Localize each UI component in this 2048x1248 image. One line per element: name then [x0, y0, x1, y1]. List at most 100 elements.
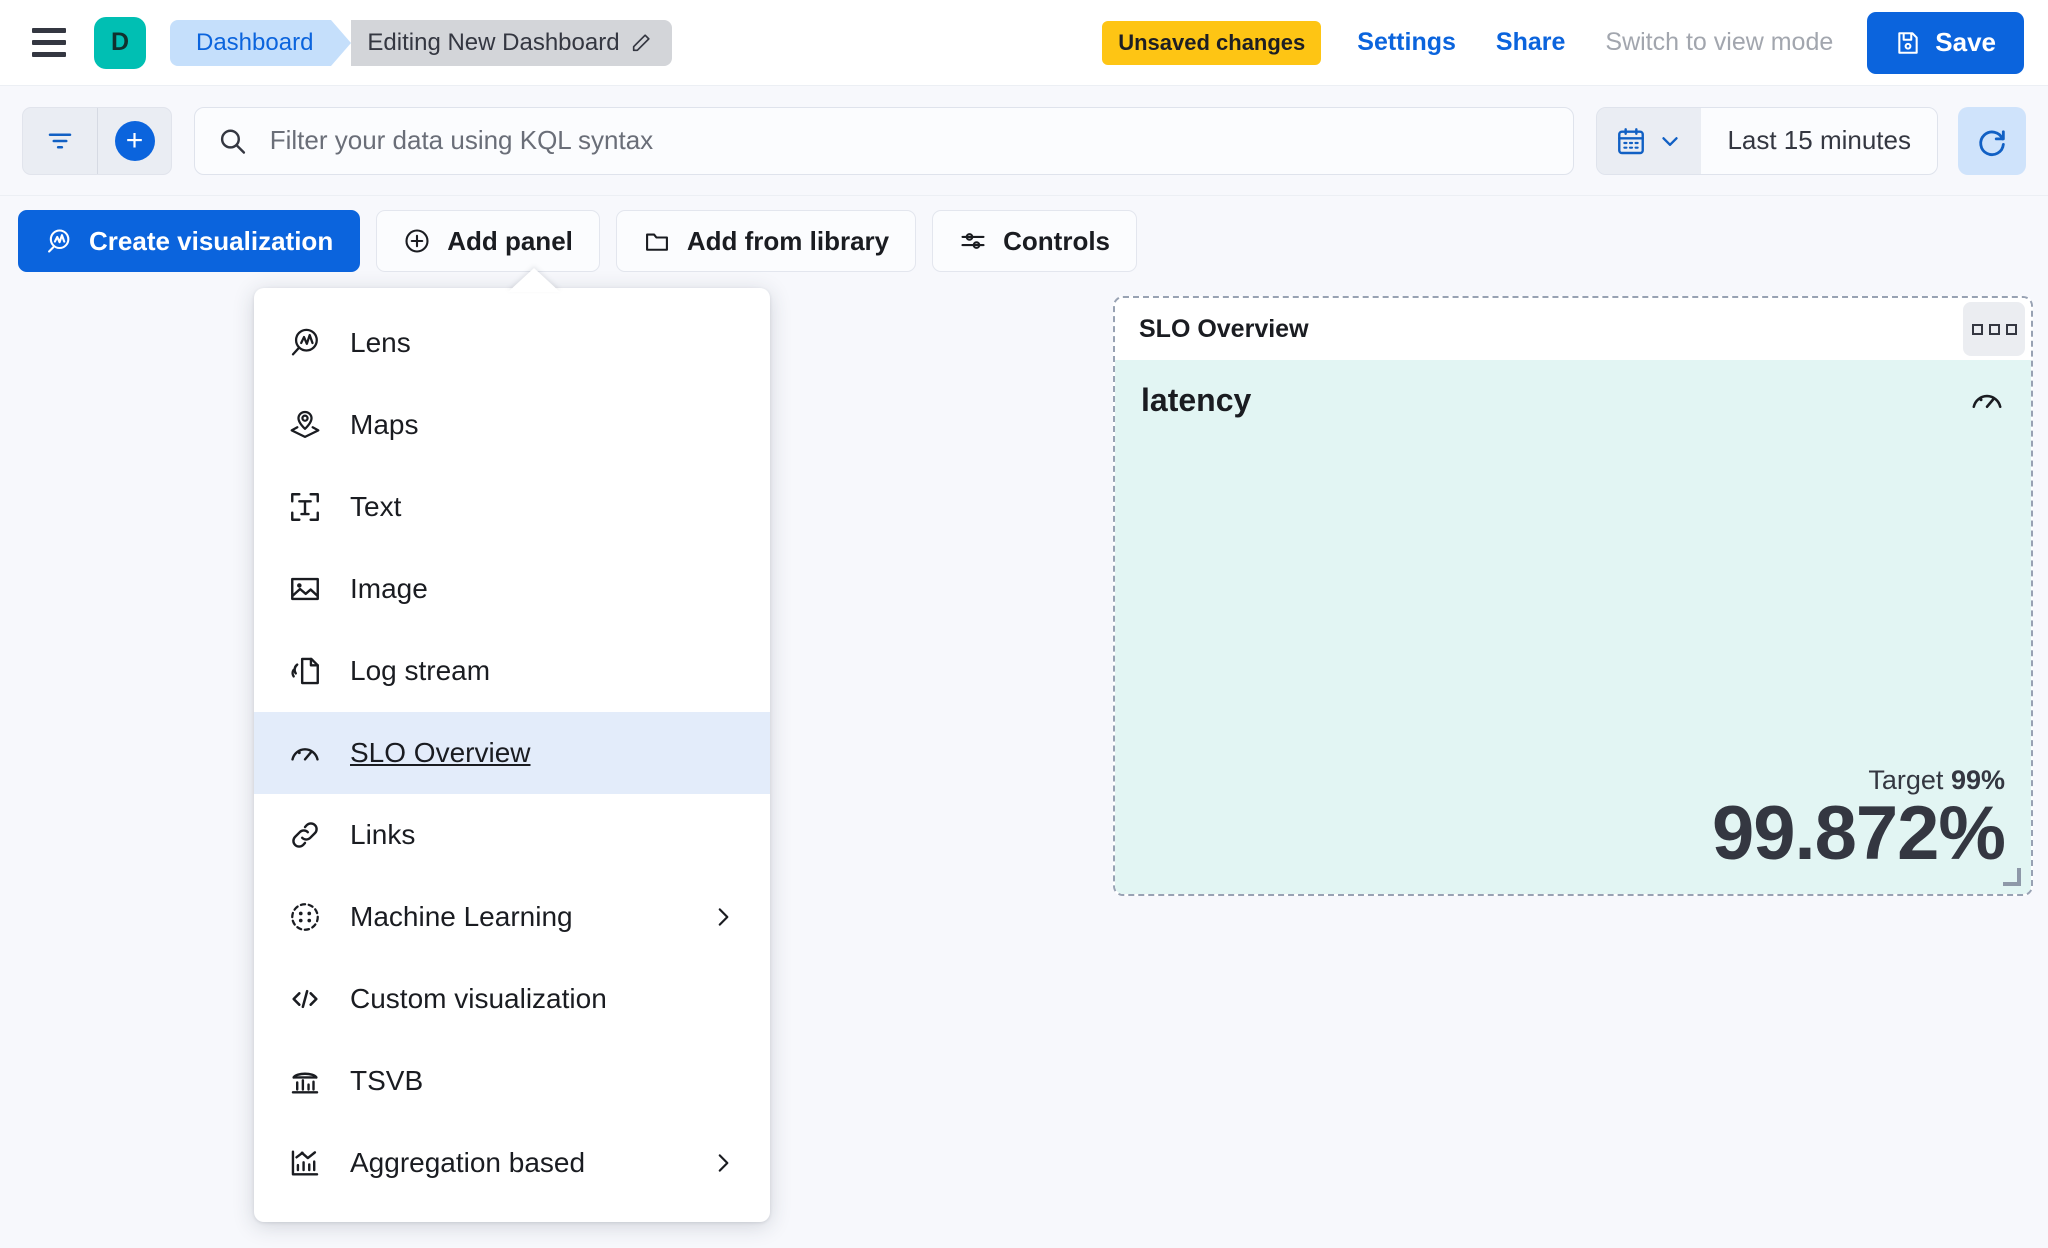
search-bar[interactable] — [194, 106, 1575, 175]
slo-name: latency — [1141, 382, 1252, 418]
save-disk-icon — [1898, 31, 1918, 54]
query-bar: + Last 15 minutes — [0, 86, 2048, 196]
menu-item-lens[interactable]: Lens — [254, 302, 770, 384]
refresh-icon — [1979, 129, 2005, 156]
filter-button-group: + — [22, 106, 172, 175]
hamburger-bar — [32, 40, 66, 45]
code-brackets-icon — [292, 989, 318, 1009]
add-panel-label: Add panel — [447, 225, 573, 256]
machine-learning-icon — [291, 903, 319, 931]
slo-header-row: latency — [1141, 382, 2005, 419]
lens-icon — [291, 328, 318, 356]
menu-item-label: SLO Overview — [350, 737, 531, 768]
gauge-icon — [291, 748, 319, 761]
menu-item-slo-overview[interactable]: SLO Overview — [254, 712, 770, 794]
link-chain-icon — [292, 822, 318, 848]
add-filter-button[interactable]: + — [97, 107, 171, 174]
hamburger-icon[interactable] — [26, 20, 72, 66]
gauge-icon — [1972, 394, 2002, 409]
controls-sliders-icon — [961, 233, 985, 249]
chevron-right-icon — [718, 1154, 729, 1172]
search-input[interactable] — [269, 125, 1552, 156]
header-actions: Unsaved changes Settings Share Switch to… — [1102, 11, 2048, 74]
share-link[interactable]: Share — [1495, 28, 1566, 56]
add-from-library-button[interactable]: Add from library — [615, 210, 917, 272]
date-picker-group: Last 15 minutes — [1596, 106, 1938, 175]
tsvb-chart-icon — [291, 1072, 319, 1094]
menu-item-label: TSVB — [350, 1065, 424, 1096]
breadcrumb-chevron-icon — [331, 19, 352, 66]
menu-item-label: Custom visualization — [350, 983, 607, 1014]
save-button-label: Save — [1935, 27, 1996, 57]
menu-item-maps[interactable]: Maps — [254, 384, 770, 466]
search-icon — [220, 129, 246, 154]
calendar-icon — [1618, 127, 1645, 154]
app-header: D Dashboard Editing New Dashboard Unsave… — [0, 0, 2048, 86]
breadcrumb-label: Dashboard — [196, 28, 314, 56]
chevron-down-icon — [1662, 136, 1679, 146]
panel-header: SLO Overview — [1115, 298, 2031, 360]
resize-corner-icon[interactable] — [2003, 868, 2021, 886]
create-visualization-label: Create visualization — [89, 225, 334, 256]
menu-item-custom-visualization[interactable]: Custom visualization — [254, 958, 770, 1040]
menu-item-label: Lens — [350, 327, 411, 358]
slo-chart-area — [1141, 419, 2005, 765]
hamburger-bar — [32, 28, 66, 33]
panel-context-menu-button[interactable] — [1963, 302, 2025, 356]
pencil-icon[interactable] — [630, 32, 652, 54]
menu-item-label: Links — [350, 819, 416, 850]
add-from-library-label: Add from library — [686, 225, 890, 256]
menu-item-links[interactable]: Links — [254, 794, 770, 876]
filter-options-button[interactable] — [23, 108, 97, 174]
menu-item-log-stream[interactable]: Log stream — [254, 630, 770, 712]
aggregation-chart-icon — [291, 1150, 319, 1176]
folder-icon — [645, 233, 668, 251]
slo-target-value: 99% — [1950, 765, 2005, 796]
menu-item-machine-learning[interactable]: Machine Learning — [254, 876, 770, 958]
log-stream-icon — [291, 657, 319, 685]
dashboard-panel-slo-overview[interactable]: SLO Overview latency Target 99% 99.872% — [1113, 296, 2033, 896]
menu-item-label: Machine Learning — [350, 901, 573, 932]
plus-circle-icon: + — [114, 120, 155, 161]
menu-item-tsvb[interactable]: TSVB — [254, 1040, 770, 1122]
breadcrumb-item-editing[interactable]: Editing New Dashboard — [351, 19, 672, 66]
filter-icon — [48, 133, 72, 148]
menu-item-aggregation-based[interactable]: Aggregation based — [254, 1122, 770, 1204]
map-marker-layers-icon — [290, 410, 320, 439]
menu-item-label: Log stream — [350, 655, 491, 686]
create-visualization-button[interactable]: Create visualization — [18, 210, 361, 272]
ellipsis-horizontal-icon — [1988, 323, 2000, 335]
add-panel-menu: Lens Maps Text Image Log stream — [254, 288, 770, 1222]
space-avatar[interactable]: D — [94, 16, 146, 69]
chevron-right-icon — [718, 908, 729, 926]
menu-caret — [508, 268, 560, 292]
menu-item-text[interactable]: Text — [254, 466, 770, 548]
slo-target-row: Target 99% — [1141, 765, 2005, 796]
settings-link[interactable]: Settings — [1357, 28, 1456, 56]
add-panel-button[interactable]: Add panel — [376, 210, 600, 272]
time-range-value[interactable]: Last 15 minutes — [1701, 107, 1937, 174]
save-button[interactable]: Save — [1867, 11, 2024, 74]
slo-target-label: Target — [1868, 765, 1944, 796]
menu-item-label: Text — [350, 491, 402, 522]
text-box-icon — [291, 493, 319, 521]
menu-item-image[interactable]: Image — [254, 548, 770, 630]
ellipsis-horizontal-icon — [1971, 323, 1983, 335]
slo-sli-value: 99.872% — [1711, 791, 2006, 877]
controls-button[interactable]: Controls — [932, 210, 1138, 272]
slo-overview-body: latency Target 99% 99.872% — [1115, 360, 2031, 894]
dashboard-edit-toolbar: Create visualization Add panel Add from … — [0, 196, 2048, 286]
panel-title: SLO Overview — [1139, 314, 1309, 343]
hamburger-bar — [32, 52, 66, 57]
breadcrumb-label: Editing New Dashboard — [367, 28, 620, 56]
ellipsis-horizontal-icon — [2005, 323, 2017, 335]
plus-circle-outline-icon — [405, 229, 429, 253]
switch-to-view-mode-link[interactable]: Switch to view mode — [1605, 28, 1834, 56]
menu-item-label: Image — [350, 573, 428, 604]
refresh-button[interactable] — [1958, 106, 2026, 175]
breadcrumb-item-dashboard[interactable]: Dashboard — [170, 19, 332, 66]
date-quick-select-button[interactable] — [1597, 107, 1702, 174]
lens-icon — [48, 229, 70, 253]
controls-label: Controls — [1003, 225, 1111, 256]
menu-item-label: Maps — [350, 409, 419, 440]
